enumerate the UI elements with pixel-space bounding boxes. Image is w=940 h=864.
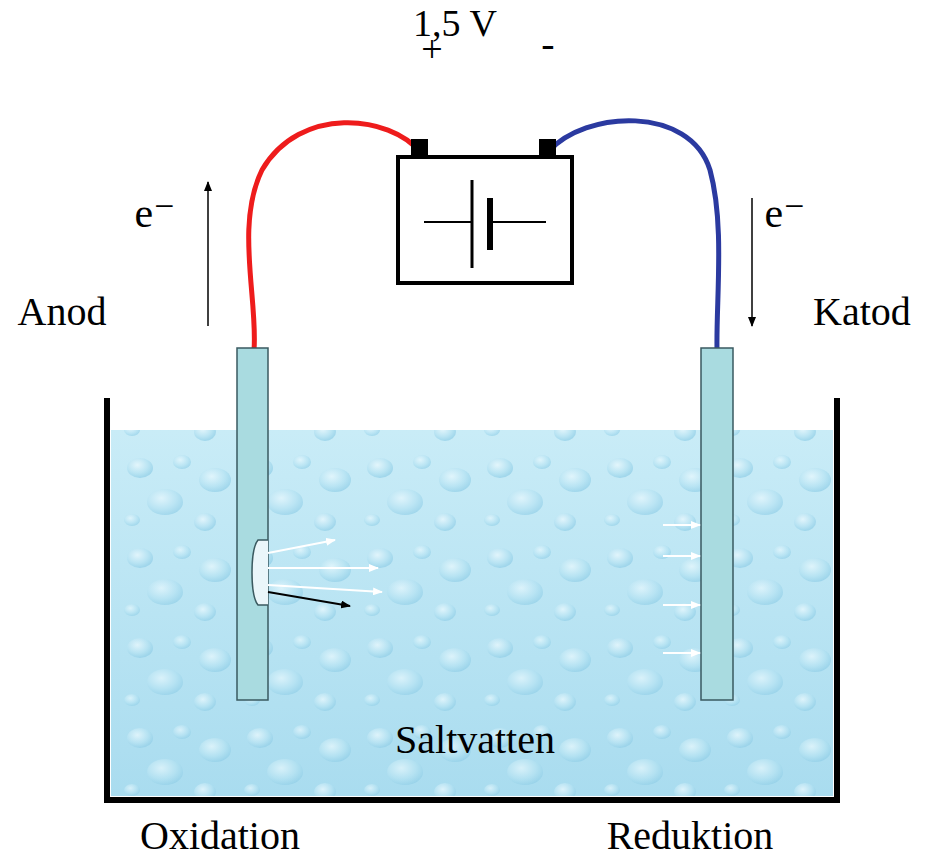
anode-label: Anod: [18, 292, 107, 332]
cathode-electrode: [701, 348, 733, 700]
process-label: Reduktion: [607, 816, 774, 856]
electron-arrow-up: [207, 182, 209, 326]
corrosion-pit: [252, 540, 268, 605]
red-wire: [249, 123, 420, 350]
battery-symbol: [424, 180, 546, 268]
electron-label: e⁻: [765, 192, 806, 234]
negative-terminal: [539, 139, 556, 157]
battery-box: [398, 157, 572, 283]
cathode-label: Katod: [813, 292, 911, 332]
plus-sign: +: [421, 30, 442, 68]
electron-label: e⁻: [135, 192, 176, 234]
ion-arrow-black: [268, 592, 350, 606]
positive-terminal: [411, 139, 428, 157]
electron-arrow-down: [751, 198, 753, 326]
anode-electrode: [237, 348, 268, 700]
solution-label: Saltvatten: [395, 720, 555, 760]
process-label: Oxidation: [140, 816, 300, 856]
reduction-arrows: [663, 525, 700, 653]
minus-sign: -: [541, 24, 554, 64]
ion-arrows: [268, 540, 382, 592]
